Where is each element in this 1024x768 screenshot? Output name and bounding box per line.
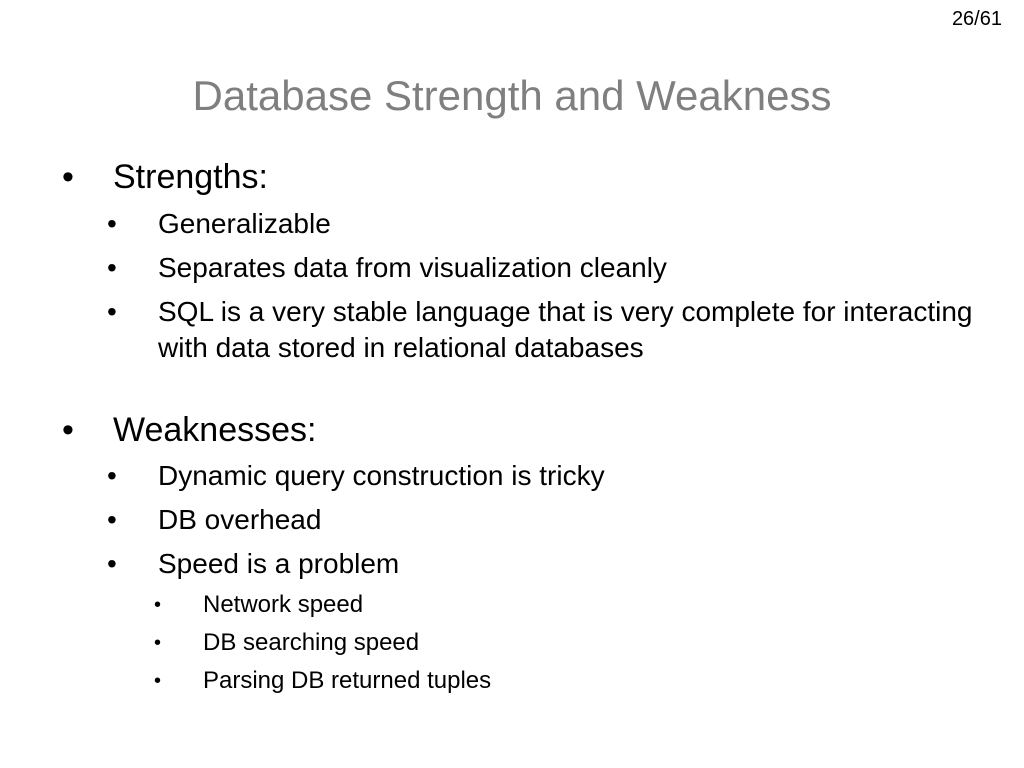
weaknesses-heading: Weaknesses: [113, 411, 317, 449]
bullet-icon: • [107, 548, 117, 579]
bullet-icon: • [107, 460, 117, 491]
bullet-icon: • [154, 632, 162, 654]
strength-item-text: Generalizable [158, 208, 331, 239]
bullet-icon: • [62, 158, 74, 196]
speed-subitem-text: Network speed [203, 591, 364, 618]
bullet-icon: • [107, 504, 117, 535]
bullet-icon: • [154, 670, 162, 692]
strengths-heading: Strengths: [113, 158, 268, 196]
bullet-icon: • [107, 208, 117, 239]
bullet-icon: • [62, 411, 74, 449]
speed-subitem-text: DB searching speed [203, 629, 420, 656]
bullet-icon: • [107, 296, 117, 327]
weakness-item-text: Dynamic query construction is tricky [158, 460, 605, 491]
strength-item-text: Separates data from visualization cleanl… [158, 252, 667, 283]
page-number: 26/61 [951, 8, 1002, 30]
weakness-item-text: Speed is a problem [158, 548, 400, 579]
slide-title: Database Strength and Weakness [192, 72, 832, 119]
weakness-item-text: DB overhead [158, 504, 322, 535]
strength-item-text: SQL is a very stable language that is ve… [158, 296, 973, 363]
bullet-icon: • [154, 594, 162, 616]
bullet-icon: • [107, 252, 117, 283]
speed-subitem-text: Parsing DB returned tuples [203, 667, 492, 694]
